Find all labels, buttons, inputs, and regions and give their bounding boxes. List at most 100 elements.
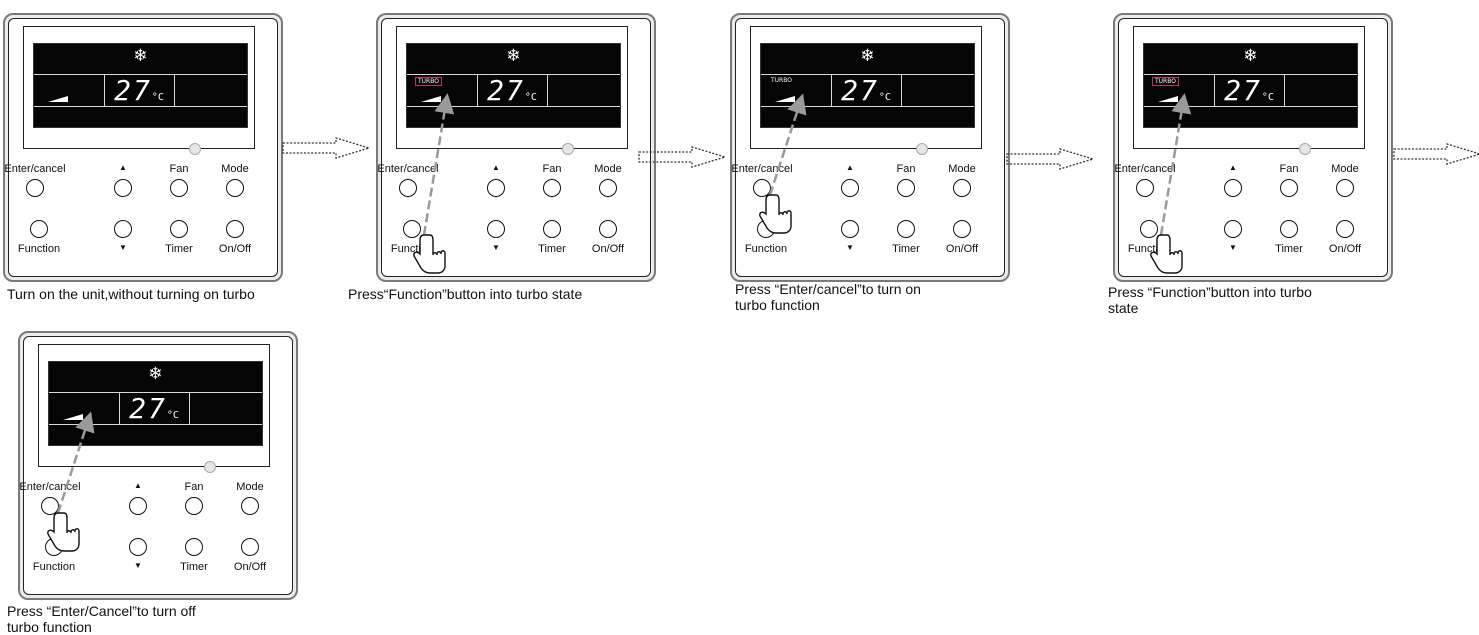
on-off-label: On/Off — [218, 243, 252, 255]
down-button[interactable] — [129, 538, 147, 556]
up-button[interactable] — [487, 179, 505, 197]
function-button[interactable] — [757, 220, 775, 238]
lcd-divider-right — [1284, 75, 1285, 106]
bezel-divider-right — [570, 148, 627, 149]
on-off-button[interactable] — [1336, 220, 1354, 238]
lcd-rule-top — [761, 74, 974, 75]
caption-line: Press “Enter/Cancel”to turn off — [7, 603, 196, 619]
temperature-value: 27 — [114, 74, 152, 107]
on-off-button[interactable] — [953, 220, 971, 238]
turbo-indicator: TURBO — [1152, 77, 1179, 86]
up-label: ▲ — [492, 163, 500, 172]
function-button[interactable] — [1140, 220, 1158, 238]
function-button[interactable] — [45, 538, 63, 556]
fan-label: Fan — [169, 163, 189, 175]
turbo-indicator: TURBO — [415, 77, 442, 86]
on-off-button[interactable] — [599, 220, 617, 238]
down-label: ▼ — [119, 243, 127, 252]
up-label: ▲ — [119, 163, 127, 172]
mode-button[interactable] — [599, 179, 617, 197]
temperature-value: 27 — [1224, 74, 1262, 107]
down-button[interactable] — [1224, 220, 1242, 238]
lcd-divider-right — [189, 393, 190, 424]
function-button[interactable] — [30, 220, 48, 238]
display-bezel — [38, 344, 270, 467]
timer-button[interactable] — [897, 220, 915, 238]
bezel-divider-right — [197, 148, 254, 149]
mode-button[interactable] — [1336, 179, 1354, 197]
lcd-divider-right — [174, 75, 175, 106]
timer-button[interactable] — [170, 220, 188, 238]
fan-button[interactable] — [897, 179, 915, 197]
flow-arrow-2 — [638, 146, 728, 168]
enter-cancel-button[interactable] — [1136, 179, 1154, 197]
lcd-divider-left — [477, 75, 478, 106]
on-off-button[interactable] — [226, 220, 244, 238]
fan-button[interactable] — [543, 179, 561, 197]
temperature-readout: 27°C — [833, 75, 899, 106]
up-button[interactable] — [129, 497, 147, 515]
fan-button[interactable] — [170, 179, 188, 197]
on-off-label: On/Off — [945, 243, 979, 255]
fan-speed-icon — [775, 96, 795, 102]
on-off-label: On/Off — [233, 561, 267, 573]
fan-label: Fan — [184, 481, 204, 493]
up-button[interactable] — [841, 179, 859, 197]
up-button[interactable] — [114, 179, 132, 197]
enter-cancel-button[interactable] — [26, 179, 44, 197]
fan-label: Fan — [1279, 163, 1299, 175]
up-label: ▲ — [1229, 163, 1237, 172]
display-bezel — [396, 26, 628, 149]
bezel-divider-left — [38, 466, 206, 467]
up-button[interactable] — [1224, 179, 1242, 197]
enter-cancel-label: Enter/cancel — [19, 481, 81, 493]
timer-label: Timer — [1275, 243, 1303, 255]
lcd-divider-left — [831, 75, 832, 106]
enter-cancel-label: Enter/cancel — [1114, 163, 1176, 175]
lcd-divider-left — [104, 75, 105, 106]
mode-button[interactable] — [241, 497, 259, 515]
timer-button[interactable] — [1280, 220, 1298, 238]
fan-speed-icon — [63, 414, 83, 420]
fan-button[interactable] — [1280, 179, 1298, 197]
timer-button[interactable] — [543, 220, 561, 238]
lcd-rule-top — [34, 74, 247, 75]
enter-cancel-button[interactable] — [41, 497, 59, 515]
function-label: Function — [1127, 243, 1171, 255]
down-button[interactable] — [841, 220, 859, 238]
flow-arrow-3 — [1006, 148, 1096, 170]
snowflake-icon: ❄ — [148, 364, 163, 384]
lcd-display: ❄27°C — [33, 43, 248, 128]
lcd-display: ❄27°C — [48, 361, 263, 446]
timer-label: Timer — [165, 243, 193, 255]
fan-label: Fan — [896, 163, 916, 175]
indicator-led — [204, 461, 216, 473]
on-off-button[interactable] — [241, 538, 259, 556]
down-button[interactable] — [487, 220, 505, 238]
fan-button[interactable] — [185, 497, 203, 515]
temperature-value: 27 — [129, 392, 167, 425]
timer-button[interactable] — [185, 538, 203, 556]
mode-button[interactable] — [226, 179, 244, 197]
down-button[interactable] — [114, 220, 132, 238]
enter-cancel-button[interactable] — [399, 179, 417, 197]
mode-label: Mode — [221, 163, 249, 175]
snowflake-icon: ❄ — [1243, 46, 1258, 66]
temperature-unit: °C — [1261, 92, 1274, 103]
caption-line: Press “Enter/cancel”to turn on — [735, 281, 921, 297]
temperature-value: 27 — [487, 74, 525, 107]
lcd-divider-right — [547, 75, 548, 106]
bezel-divider-right — [212, 466, 269, 467]
flow-arrow-4 — [1393, 143, 1479, 165]
enter-cancel-label: Enter/cancel — [731, 163, 793, 175]
mode-button[interactable] — [953, 179, 971, 197]
function-button[interactable] — [403, 220, 421, 238]
enter-cancel-button[interactable] — [753, 179, 771, 197]
